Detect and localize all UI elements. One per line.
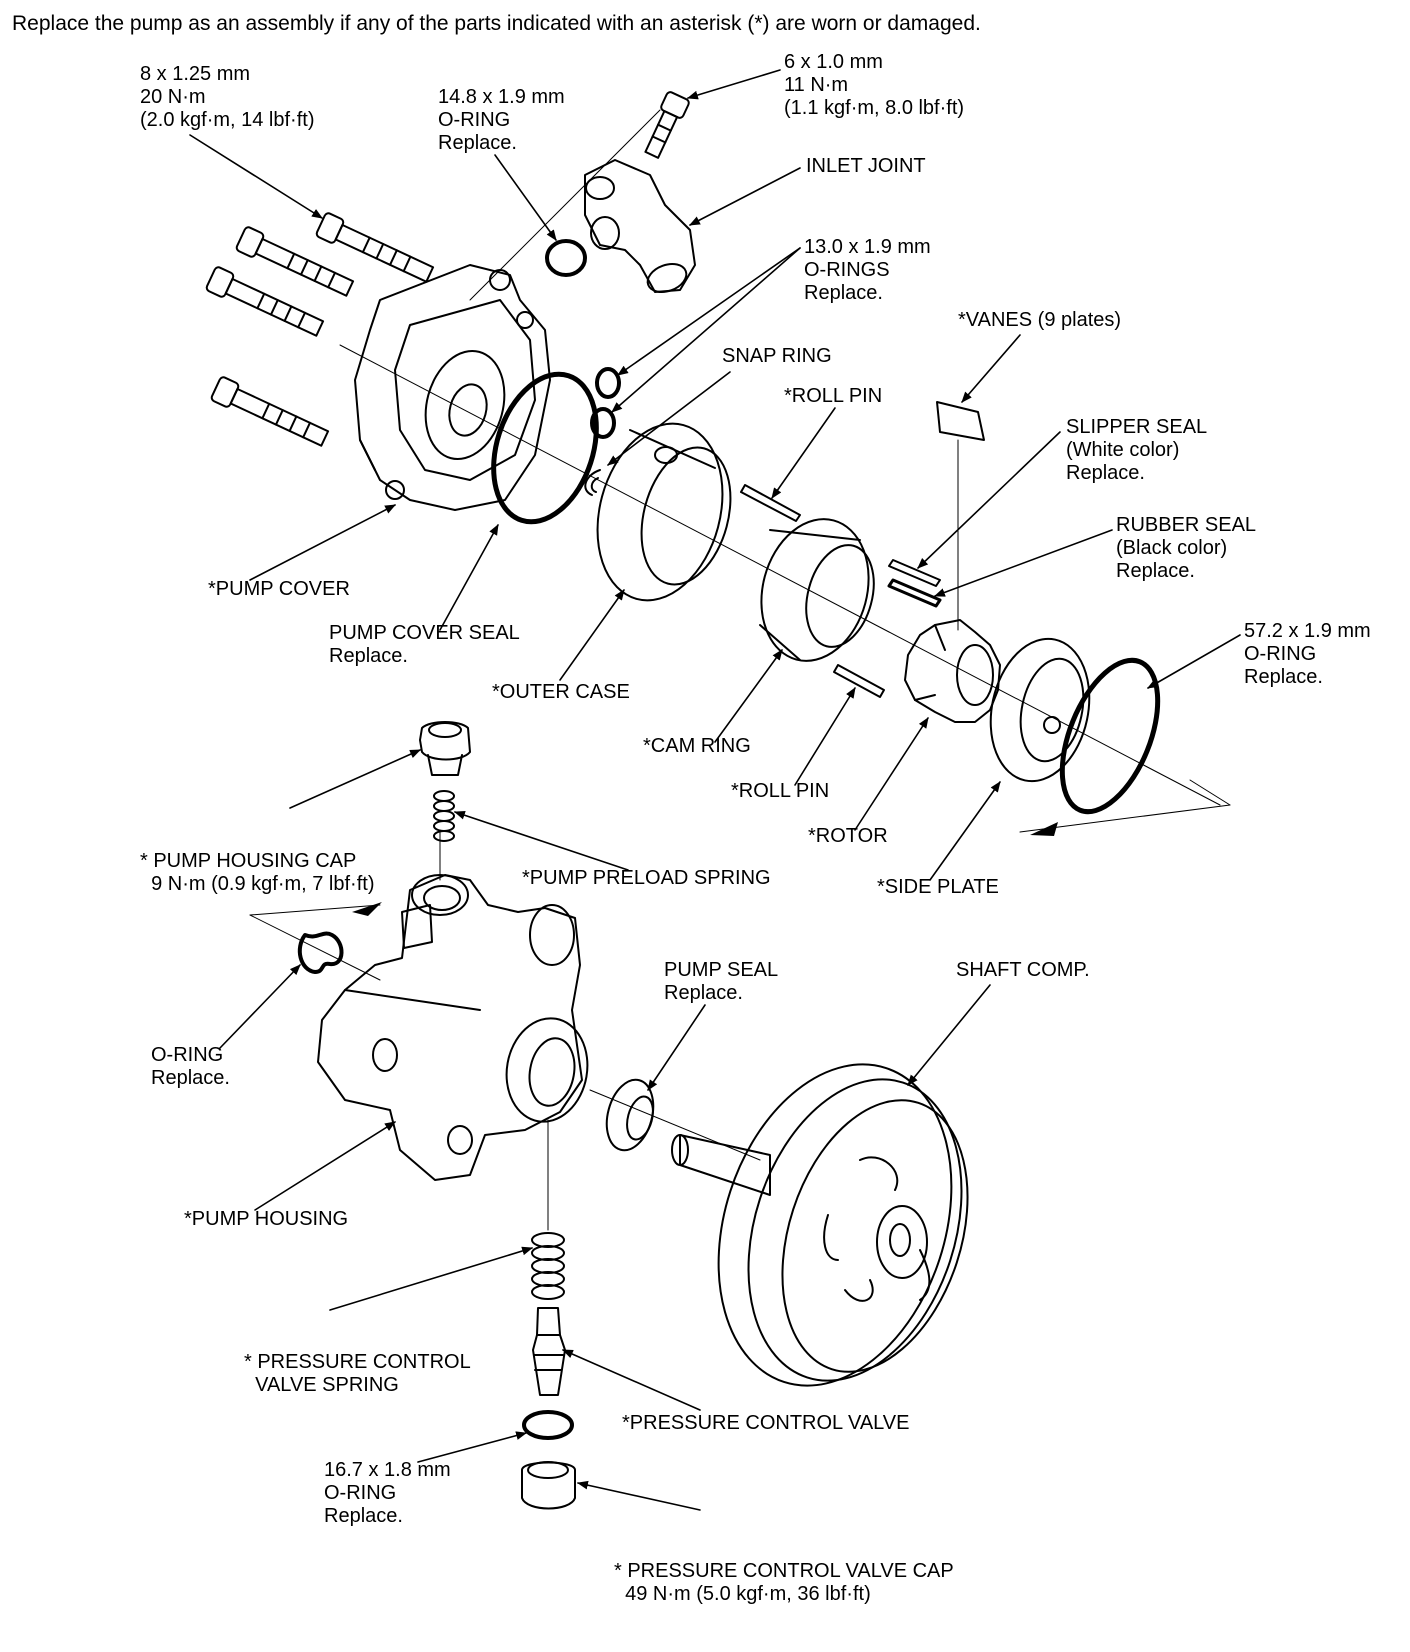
pcv-spring bbox=[531, 1232, 565, 1300]
pump-seal bbox=[605, 1078, 655, 1152]
callout-pump-preload-spring: *PUMP PRELOAD SPRING bbox=[522, 867, 771, 889]
rotor bbox=[904, 619, 1001, 723]
oring-13-0 bbox=[590, 407, 616, 439]
callout-pcv-spring: * PRESSURE CONTROL VALVE SPRING bbox=[244, 1351, 471, 1396]
callout-cam-ring: *CAM RING bbox=[643, 735, 751, 757]
shaft-comp bbox=[671, 1063, 969, 1387]
cam-ring bbox=[759, 518, 875, 662]
oring-14-8 bbox=[545, 239, 587, 277]
oring-16-7 bbox=[522, 1410, 574, 1440]
oring-housing bbox=[297, 931, 344, 974]
callout-snap-ring: SNAP RING bbox=[722, 345, 832, 367]
pressure-control-valve bbox=[532, 1307, 566, 1396]
callout-rubber-seal: RUBBER SEAL(Black color)Replace. bbox=[1116, 514, 1257, 582]
drawing-layer bbox=[189, 69, 1241, 1511]
callout-side-plate: *SIDE PLATE bbox=[877, 876, 999, 898]
slipper-seal bbox=[888, 559, 941, 587]
callout-roll-pin-top: *ROLL PIN bbox=[784, 385, 883, 407]
callout-slipper-seal: SLIPPER SEAL(White color)Replace. bbox=[1066, 416, 1208, 484]
pump-housing-cap bbox=[419, 721, 471, 776]
roll-pin-bottom bbox=[833, 664, 885, 698]
pump-cover bbox=[354, 264, 551, 511]
side-plate bbox=[989, 637, 1091, 783]
pump-housing bbox=[317, 874, 589, 1181]
callout-rotor: *ROTOR bbox=[808, 825, 888, 847]
leader-lines bbox=[189, 69, 1241, 1511]
pump-cover-seal bbox=[491, 371, 599, 525]
callout-pump-housing: *PUMP HOUSING bbox=[184, 1208, 349, 1230]
vane-plate bbox=[936, 401, 985, 441]
callout-pcv: *PRESSURE CONTROL VALVE bbox=[622, 1412, 910, 1434]
rubber-seal bbox=[887, 578, 942, 608]
exploded-view-diagram: Replace the pump as an assembly if any o… bbox=[12, 12, 1371, 1605]
instruction-note: Replace the pump as an assembly if any o… bbox=[12, 12, 981, 35]
pressure-control-valve-cap bbox=[521, 1461, 576, 1510]
callout-vanes: *VANES (9 plates) bbox=[958, 309, 1122, 331]
bolt-icon bbox=[315, 212, 435, 283]
pump-preload-spring bbox=[433, 790, 455, 842]
axis-lines bbox=[249, 109, 1231, 1231]
callout-pump-housing-cap: * PUMP HOUSING CAP 9 N·m (0.9 kgf·m, 7 l… bbox=[140, 850, 375, 895]
cover-bolts bbox=[205, 212, 435, 447]
callout-inlet-joint: INLET JOINT bbox=[806, 155, 926, 177]
bolt-icon bbox=[210, 376, 330, 447]
roll-pin-top bbox=[740, 484, 801, 522]
bolt-icon bbox=[205, 266, 325, 337]
callout-shaft-comp: SHAFT COMP. bbox=[956, 959, 1090, 981]
inlet-bolt-icon bbox=[644, 91, 690, 159]
oring-57-2 bbox=[1059, 657, 1161, 815]
inlet-joint bbox=[584, 159, 696, 294]
snap-ring bbox=[584, 469, 601, 496]
callout-roll-pin-bottom: *ROLL PIN bbox=[731, 780, 830, 802]
callout-outer-case: *OUTER CASE bbox=[492, 681, 630, 703]
outer-case bbox=[596, 422, 732, 602]
callout-pump-cover: *PUMP COVER bbox=[208, 578, 350, 600]
bolt-icon bbox=[235, 226, 355, 297]
direction-arrow-icon bbox=[1030, 822, 1058, 836]
oring-13-0 bbox=[595, 367, 621, 399]
direction-arrow-icon bbox=[352, 902, 382, 916]
